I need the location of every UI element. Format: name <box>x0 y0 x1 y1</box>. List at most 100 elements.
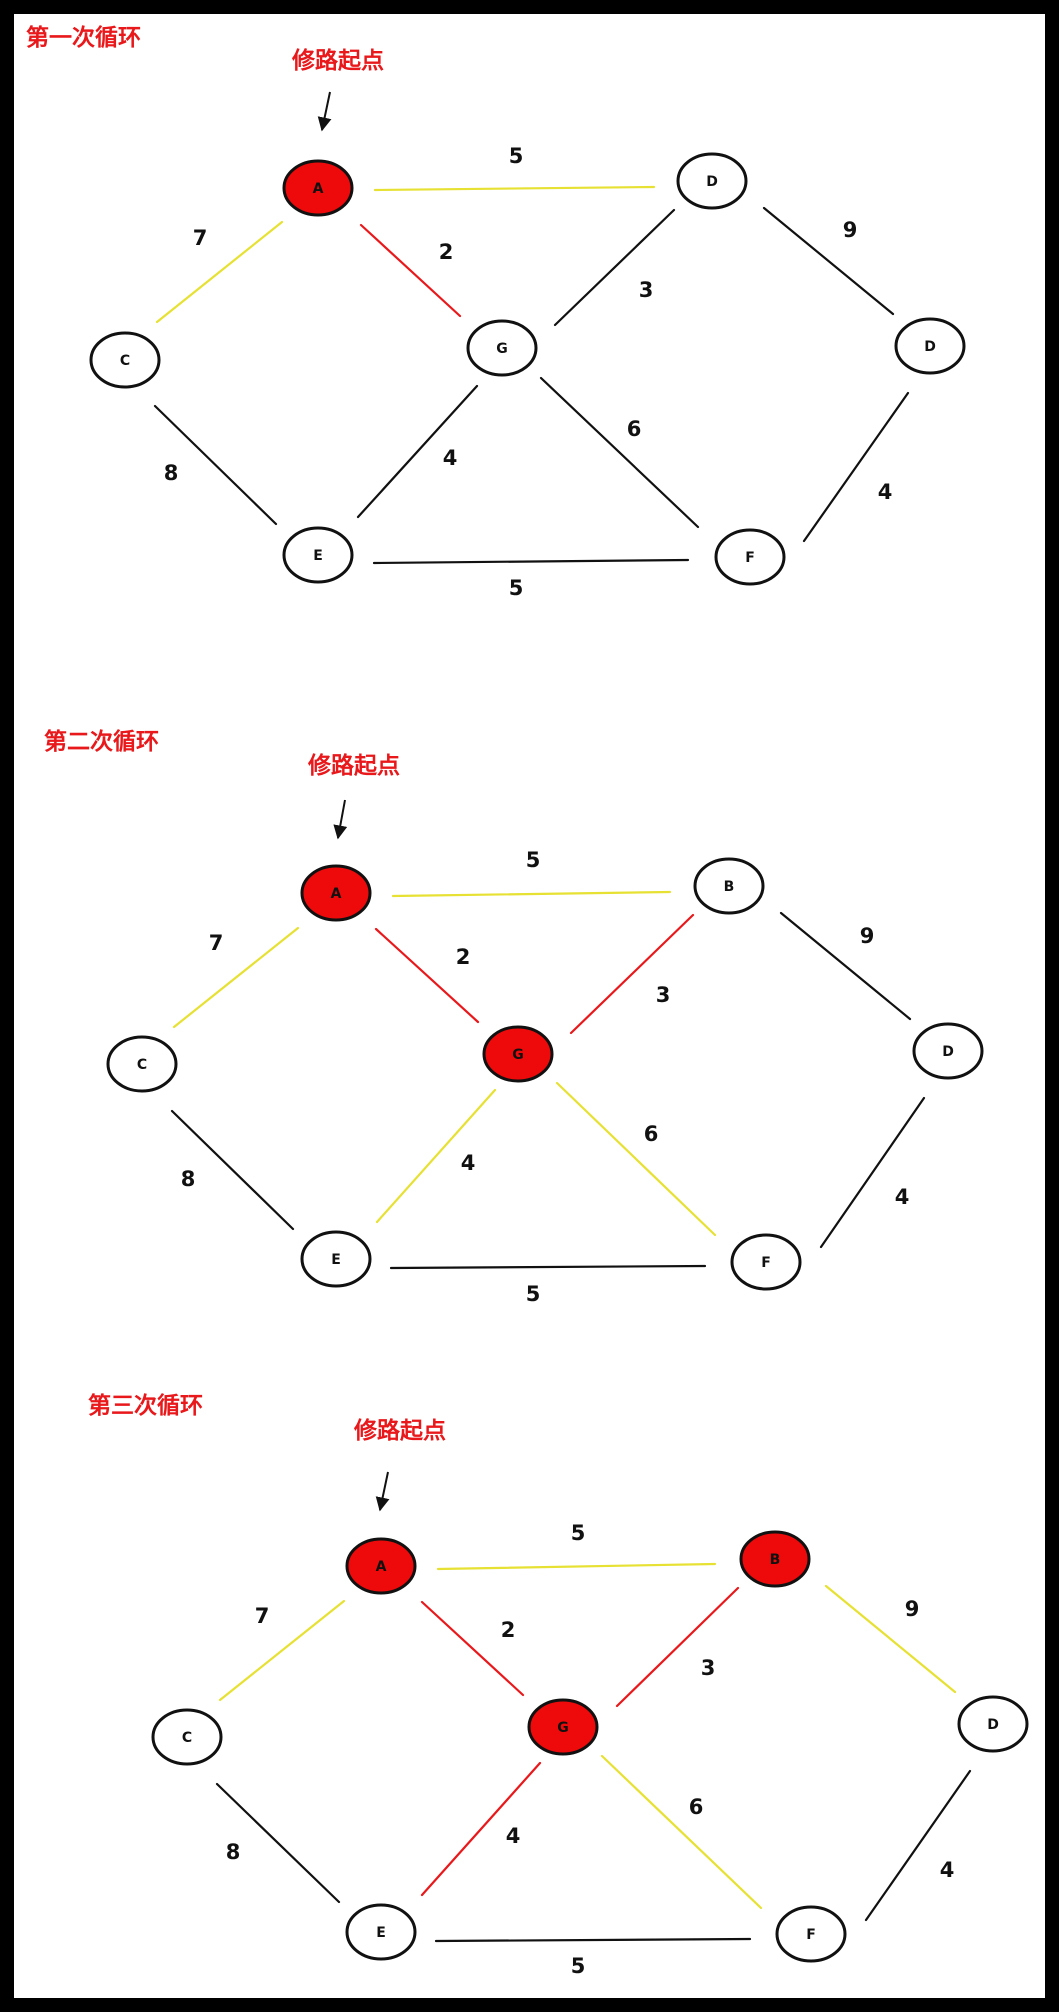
node-circle <box>730 1233 802 1291</box>
node-circle <box>345 1537 417 1595</box>
node-circle <box>300 1230 372 1288</box>
node-circle <box>739 1530 811 1588</box>
edge-weight-label: 5 <box>526 848 541 872</box>
edge-weight-label: 8 <box>226 1840 241 1864</box>
node-circle <box>282 159 354 217</box>
arrow-down-icon <box>375 1471 390 1512</box>
edge-weight-label: 5 <box>571 1521 586 1545</box>
edge-c-e <box>153 404 278 526</box>
node-circle <box>676 152 748 210</box>
edge-a-g <box>420 1600 525 1697</box>
node-a: A <box>300 864 372 922</box>
node-d1: D <box>676 152 748 210</box>
edge-a-c <box>172 926 300 1029</box>
node-circle <box>151 1708 223 1766</box>
edge-e-f <box>389 1264 707 1270</box>
node-label: C <box>120 353 130 369</box>
edge-weight-label: 5 <box>509 576 524 600</box>
node-label: C <box>137 1057 147 1073</box>
section-title: 第二次循环 <box>44 728 159 755</box>
node-circle <box>693 857 765 915</box>
node-circle <box>345 1903 417 1961</box>
edge-weight-label: 5 <box>526 1282 541 1306</box>
node-circle <box>466 319 538 377</box>
node-f: F <box>730 1233 802 1291</box>
edge-a-c <box>218 1599 346 1702</box>
edge-b-d <box>824 1584 957 1694</box>
edge-g-f <box>539 376 700 529</box>
node-circle <box>300 864 372 922</box>
node-c: C <box>151 1708 223 1766</box>
node-circle <box>714 528 786 586</box>
section-title: 第一次循环 <box>26 24 141 51</box>
node-label: F <box>806 1927 816 1943</box>
edge-b-g <box>615 1586 740 1708</box>
edge-weight-label: 3 <box>656 983 671 1007</box>
edge-d1-d2 <box>762 206 895 316</box>
node-a: A <box>282 159 354 217</box>
node-label: D <box>942 1044 954 1060</box>
node-label: A <box>313 181 324 197</box>
node-label: F <box>761 1255 771 1271</box>
node-g: G <box>482 1025 554 1083</box>
edge-a-g <box>359 223 462 318</box>
node-circle <box>106 1035 178 1093</box>
edge-weight-label: 7 <box>255 1604 270 1628</box>
edge-g-e <box>375 1088 497 1224</box>
edge-weight-label: 2 <box>456 945 471 969</box>
edge-weight-label: 4 <box>878 480 893 504</box>
edge-weight-label: 7 <box>193 226 208 250</box>
edge-d1-g <box>553 208 676 327</box>
node-e: E <box>282 526 354 584</box>
edge-weight-label: 6 <box>627 417 642 441</box>
node-b: B <box>693 857 765 915</box>
node-d: D <box>912 1022 984 1080</box>
edge-weight-label: 2 <box>439 240 454 264</box>
edge-weight-label: 8 <box>181 1167 196 1191</box>
node-circle <box>89 331 161 389</box>
node-label: G <box>512 1047 524 1063</box>
edge-e-f <box>372 558 690 565</box>
edge-a-c <box>155 220 284 324</box>
edge-b-g <box>569 913 695 1035</box>
node-label: A <box>331 886 342 902</box>
edge-weight-label: 2 <box>501 1618 516 1642</box>
edge-e-f <box>434 1937 752 1943</box>
edge-g-f <box>555 1081 717 1237</box>
edge-a-g <box>374 927 480 1024</box>
node-circle <box>957 1695 1029 1753</box>
node-label: E <box>313 548 323 564</box>
node-c: C <box>106 1035 178 1093</box>
node-e: E <box>345 1903 417 1961</box>
edge-weight-label: 4 <box>443 446 458 470</box>
edge-weight-label: 7 <box>209 931 224 955</box>
edge-a-d1 <box>373 185 656 192</box>
section-title: 第三次循环 <box>88 1392 203 1419</box>
edge-weight-label: 9 <box>843 218 858 242</box>
node-label: E <box>376 1925 386 1941</box>
edge-a-b <box>391 890 672 898</box>
edge-g-f <box>600 1754 763 1910</box>
node-d: D <box>957 1695 1029 1753</box>
node-label: B <box>724 879 735 895</box>
edge-d2-f <box>802 391 910 543</box>
node-circle <box>282 526 354 584</box>
node-circle <box>527 1698 599 1756</box>
edge-weight-label: 4 <box>506 1824 521 1848</box>
arrow-down-icon <box>333 799 348 840</box>
node-circle <box>482 1025 554 1083</box>
edge-d-f <box>864 1769 972 1922</box>
edge-weight-label: 4 <box>940 1858 955 1882</box>
edge-g-e <box>420 1761 542 1897</box>
start-point-label: 修路起点 <box>291 47 384 74</box>
edge-weight-label: 5 <box>509 144 524 168</box>
node-label: G <box>557 1720 569 1736</box>
node-c: C <box>89 331 161 389</box>
node-g: G <box>527 1698 599 1756</box>
edge-weight-label: 5 <box>571 1954 586 1978</box>
node-f: F <box>714 528 786 586</box>
edge-weight-label: 4 <box>895 1185 910 1209</box>
